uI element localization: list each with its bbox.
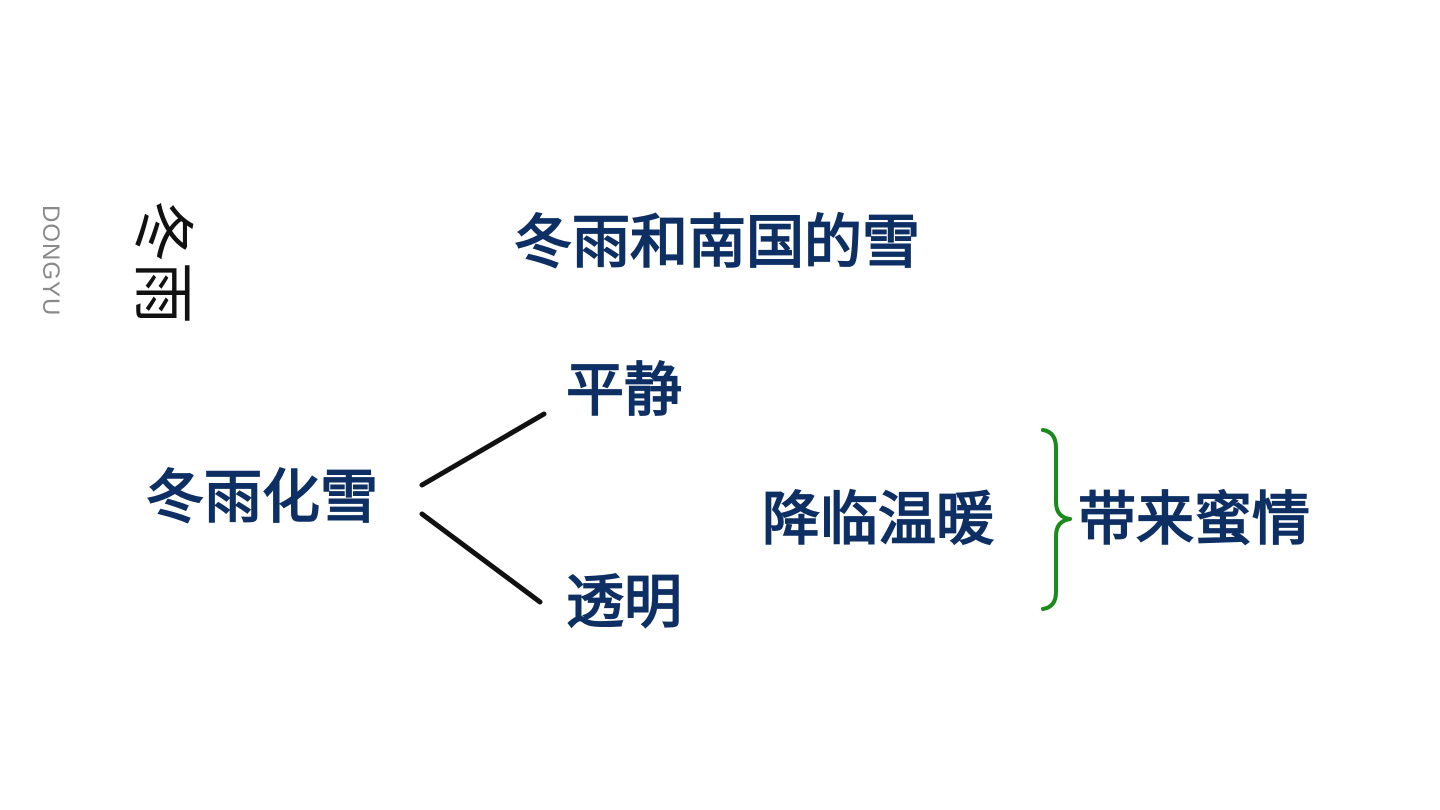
side-cjk-label: 冬雨 <box>126 200 199 325</box>
diagram-title: 冬雨和南国的雪 <box>514 208 921 276</box>
side-latin-label: DONGYU <box>37 205 64 317</box>
node-transparent: 透明 <box>566 568 683 636</box>
node-calm: 平静 <box>566 356 683 424</box>
node-winter-rain-snow: 冬雨化雪 <box>146 463 379 531</box>
curly-brace <box>1041 428 1072 611</box>
branch-line-top <box>419 411 547 488</box>
node-brings-sweetness: 带来蜜情 <box>1078 485 1311 553</box>
node-warmth-arrives: 降临温暖 <box>762 485 995 553</box>
branch-line-bottom <box>419 511 543 605</box>
